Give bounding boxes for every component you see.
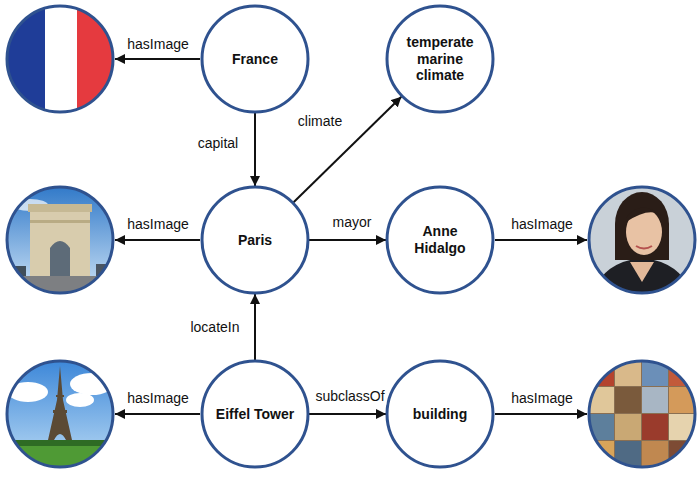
has-image-arrow bbox=[495, 413, 587, 415]
node-outline bbox=[387, 361, 493, 467]
has-image-label: hasImage bbox=[125, 216, 190, 233]
buildings-collage-image bbox=[587, 359, 697, 469]
relation-arrow bbox=[254, 294, 256, 360]
node-content: building bbox=[385, 359, 495, 469]
image-circle bbox=[7, 6, 113, 112]
node-content: Eiffel Tower bbox=[200, 359, 310, 469]
has-image-arrow bbox=[115, 413, 200, 415]
node-outline bbox=[387, 6, 493, 112]
entity-node: France bbox=[200, 4, 310, 114]
node-content: Anne Hidalgo bbox=[385, 185, 495, 295]
has-image-label: hasImage bbox=[509, 216, 574, 233]
node-label: building bbox=[413, 406, 467, 423]
node-content: temperate marine climate bbox=[385, 4, 495, 114]
node-outline bbox=[387, 187, 493, 293]
node-content: Paris bbox=[200, 185, 310, 295]
entity-node: Eiffel Tower bbox=[200, 359, 310, 469]
node-outline bbox=[202, 6, 308, 112]
image-circle bbox=[589, 187, 695, 293]
relation-label: capital bbox=[196, 135, 240, 152]
relation-arrow bbox=[254, 113, 256, 186]
image-circle bbox=[7, 187, 113, 293]
node-label: Paris bbox=[238, 232, 272, 249]
has-image-label: hasImage bbox=[125, 36, 190, 53]
relation-arrow bbox=[294, 97, 402, 202]
relation-label: subclassOf bbox=[313, 388, 386, 405]
flag-image bbox=[5, 4, 117, 114]
node-outline bbox=[202, 187, 308, 293]
relation-label: climate bbox=[296, 113, 344, 130]
portrait-image bbox=[587, 185, 697, 300]
node-label: France bbox=[232, 51, 278, 68]
node-label: temperate marine climate bbox=[399, 34, 481, 84]
arch-image bbox=[5, 185, 115, 296]
node-content: France bbox=[200, 4, 310, 114]
relation-label: locateIn bbox=[188, 319, 241, 336]
entity-node: Anne Hidalgo bbox=[385, 185, 495, 295]
image-circle bbox=[7, 361, 113, 467]
has-image-arrow bbox=[495, 239, 587, 241]
relation-arrow bbox=[309, 239, 386, 241]
relation-arrow bbox=[309, 413, 386, 415]
has-image-arrows bbox=[115, 59, 587, 414]
has-image-arrow bbox=[115, 239, 200, 241]
has-image-label: hasImage bbox=[509, 390, 574, 407]
entity-node: building bbox=[385, 359, 495, 469]
entity-node: temperate marine climate bbox=[385, 4, 495, 114]
has-image-arrow bbox=[115, 58, 200, 60]
entity-node: Paris bbox=[200, 185, 310, 295]
eiffel-image bbox=[5, 359, 115, 474]
node-label: Anne Hidalgo bbox=[399, 223, 481, 257]
has-image-label: hasImage bbox=[125, 390, 190, 407]
image-circle bbox=[589, 361, 695, 467]
node-label: Eiffel Tower bbox=[216, 406, 294, 423]
relation-label: mayor bbox=[331, 214, 374, 231]
node-outline bbox=[202, 361, 308, 467]
